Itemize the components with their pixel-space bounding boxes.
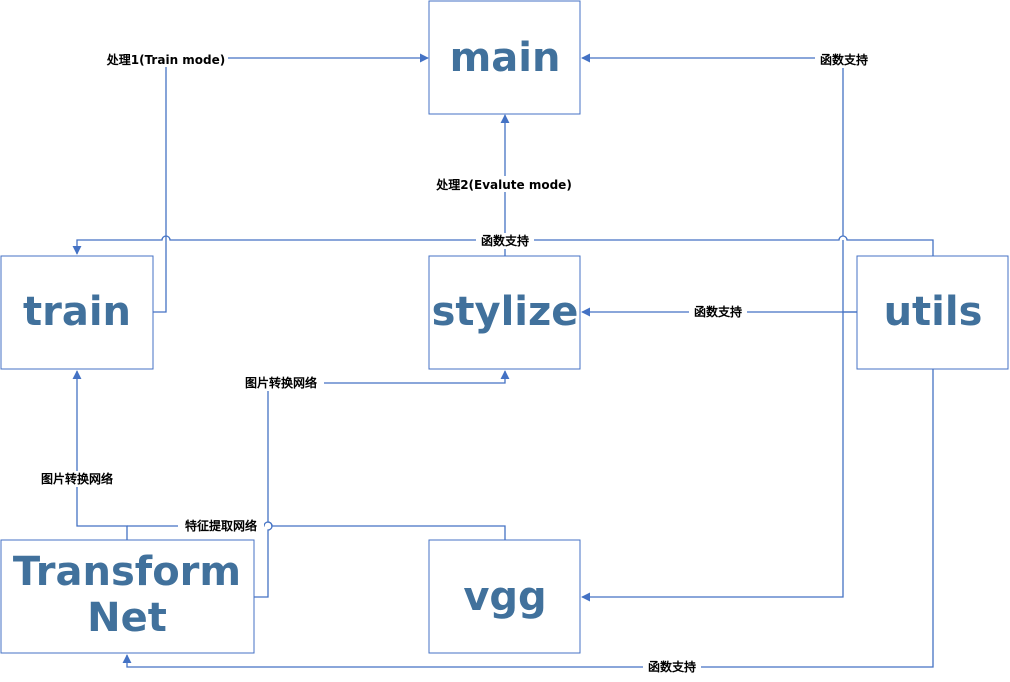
edge-utils-to-main [582, 58, 857, 313]
edge-vgg-to-train [127, 521, 506, 540]
node-main-label: main [450, 35, 561, 81]
node-transform-net-box [0, 539, 255, 654]
edge-utils-to-transform-net [122, 369, 934, 668]
node-utils-label: utils [884, 289, 983, 335]
edge-utils-to-vgg [581, 312, 844, 602]
node-vgg-box [428, 539, 581, 654]
node-vgg-label: vgg [463, 574, 546, 620]
edge-label-utils-to-stylize: 函数支持 [694, 304, 742, 319]
node-stylize-label: stylize [432, 289, 579, 335]
edge-label-utils-to-main: 函数支持 [820, 52, 868, 67]
edge-label-transform-net-to-stylize: 图片转换网络 [245, 375, 317, 390]
node-train-label: train [23, 289, 131, 335]
edge-label-process2: 处理2(Evalute mode) [435, 177, 572, 192]
node-utils-box [856, 255, 1009, 370]
edge-label-utils-to-transform-net: 函数支持 [648, 659, 696, 674]
node-main-box [428, 0, 581, 115]
edge-label-vgg-to-train: 特征提取网络 [185, 518, 257, 533]
node-stylize-box [428, 255, 581, 370]
node-transform-net-label-line1: Transform [13, 549, 241, 595]
edge-label-utils-to-train: 函数支持 [481, 233, 529, 248]
node-transform-net-label-line2: Net [87, 595, 167, 641]
node-train-box [0, 255, 154, 370]
edge-label-transform-net-to-train: 图片转换网络 [41, 471, 113, 486]
edge-label-process1: 处理1(Train mode) [106, 52, 226, 67]
edge-train-to-main [153, 53, 429, 313]
edge-transform-net-to-train [72, 370, 128, 540]
